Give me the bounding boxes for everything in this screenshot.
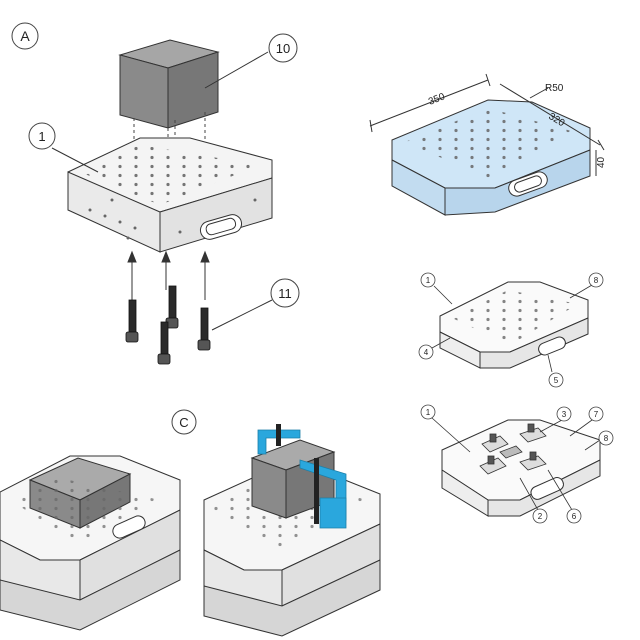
panel-a-circle (11, 22, 39, 50)
plate-clamps-view: 1 3 7 8 2 6 (420, 404, 614, 524)
bolts (125, 285, 211, 365)
callout-11: 11 (278, 286, 292, 301)
workpiece-block (118, 39, 220, 129)
callout-clamp-1: 1 (426, 408, 431, 417)
leader-11 (211, 299, 273, 331)
panel-a: A 10 (11, 22, 300, 365)
callout-10: 10 (276, 41, 290, 56)
blue-clamps (257, 429, 347, 529)
callout-1: 1 (38, 129, 45, 144)
callout-10-circle (268, 33, 298, 63)
callout-11-circle (270, 278, 300, 308)
panel-a-label: A (20, 28, 30, 44)
panel-c-label: C (179, 415, 188, 430)
assembly-right (203, 424, 381, 637)
callout-clamp-3: 3 (562, 410, 567, 419)
dimensioned-plate: R50 350 320 40 (369, 73, 607, 216)
callout-clamp-7: 7 (594, 410, 599, 419)
plate-parts-view: 1 8 4 5 (418, 272, 604, 388)
clamps (479, 423, 547, 475)
callout-small-8: 8 (594, 276, 599, 285)
panel-c: C (0, 409, 381, 637)
leader-1 (51, 147, 99, 173)
fixture-plate (67, 137, 273, 253)
dim-height: 40 (596, 156, 607, 168)
callout-clamp-8: 8 (604, 434, 609, 443)
panel-c-circle (171, 409, 197, 435)
callout-small-1: 1 (426, 276, 431, 285)
leader-10 (204, 51, 269, 89)
callout-small-4: 4 (424, 348, 429, 357)
callout-clamp-6: 6 (572, 512, 577, 521)
bolt-arrows (127, 250, 210, 300)
dim-radius: R50 (545, 83, 564, 94)
callout-clamp-2: 2 (538, 512, 543, 521)
callout-1-circle (28, 122, 56, 150)
dim-length: 350 (427, 91, 447, 108)
callout-small-5: 5 (554, 376, 559, 385)
assembly-left (0, 455, 181, 631)
